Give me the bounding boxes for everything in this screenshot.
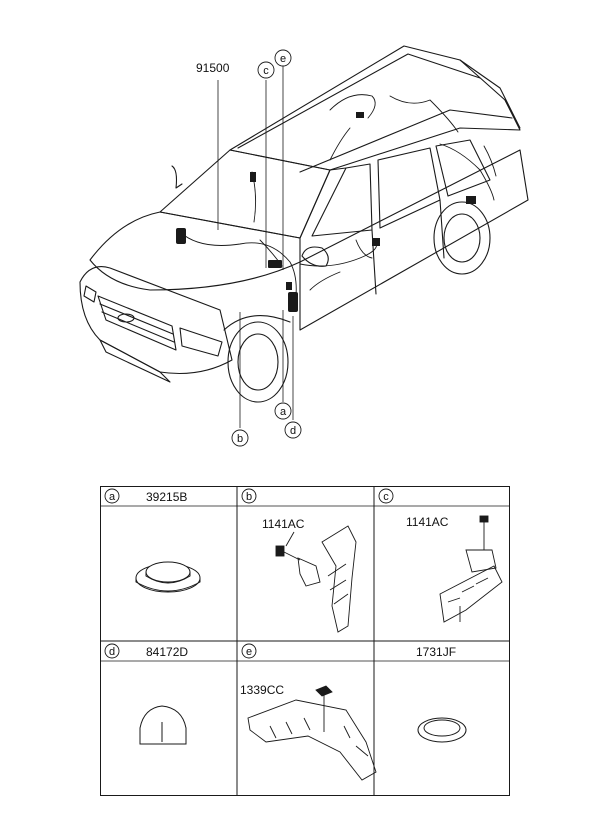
headlight — [179, 327, 223, 357]
table-cell-f: 1731JF — [416, 645, 467, 743]
headlight — [83, 285, 97, 303]
car-wiring-illustration: 91500 c e a d b — [79, 45, 529, 447]
callout-e: e — [274, 49, 292, 67]
cell-c-part-number: 1141AC — [406, 515, 449, 529]
front-bumper — [79, 266, 233, 375]
bracket-harness-b — [275, 525, 357, 633]
grille — [97, 295, 177, 351]
roof-rail — [299, 109, 513, 173]
table-cell-a: a 39215B — [104, 488, 201, 593]
a-pillar — [299, 167, 347, 239]
svg-text:b: b — [237, 433, 243, 445]
svg-text:e: e — [280, 53, 286, 65]
hood — [89, 211, 301, 291]
quarter-window — [435, 139, 491, 197]
table-cell-c: c 1141AC — [378, 488, 503, 623]
roof-rail — [237, 53, 481, 149]
side-window-rear — [377, 147, 441, 229]
hyundai-emblem — [117, 313, 135, 323]
grommet-39215b — [135, 561, 201, 593]
main-part-number: 91500 — [196, 61, 230, 75]
front-wheel — [227, 321, 289, 403]
side-window-front — [311, 163, 373, 237]
car-roof — [229, 45, 521, 171]
cell-d-part-number: 84172D — [146, 645, 188, 659]
plug-84172d — [139, 705, 187, 745]
callout-d: d — [284, 421, 302, 439]
side-mirror — [301, 246, 329, 267]
cell-b-part-number: 1141AC — [262, 517, 305, 531]
wiring-harness — [179, 94, 497, 311]
callout-c: c — [257, 61, 275, 79]
svg-text:a: a — [109, 491, 116, 503]
cell-f-part-number: 1731JF — [416, 645, 456, 659]
svg-text:c: c — [263, 65, 269, 77]
svg-text:a: a — [280, 406, 287, 418]
svg-text:c: c — [383, 491, 389, 503]
table-cell-b: b 1141AC — [241, 488, 357, 633]
svg-text:d: d — [290, 425, 296, 437]
table-cell-e: e 1339CC — [240, 643, 377, 781]
lower-bumper — [99, 339, 171, 383]
bolt-and-harness-c — [439, 515, 503, 623]
svg-text:e: e — [246, 646, 252, 658]
callout-a: a — [274, 402, 292, 420]
connectors — [176, 112, 476, 312]
parts-table: a 39215B b 1141AC c 1141AC — [100, 486, 510, 796]
cell-e-part-number: 1339CC — [240, 683, 284, 697]
rear-wheel — [433, 201, 491, 275]
table-cell-d: d 84172D — [104, 643, 188, 745]
callout-b: b — [231, 429, 249, 447]
rear-glass — [459, 59, 521, 129]
antenna — [171, 165, 183, 189]
body-side — [299, 149, 529, 331]
grommet-1731jf — [417, 717, 467, 743]
windshield — [159, 149, 331, 239]
svg-text:d: d — [109, 646, 115, 658]
cell-a-part-number: 39215B — [146, 490, 187, 504]
svg-text:b: b — [246, 491, 252, 503]
nut-and-bracket-e — [247, 685, 377, 781]
